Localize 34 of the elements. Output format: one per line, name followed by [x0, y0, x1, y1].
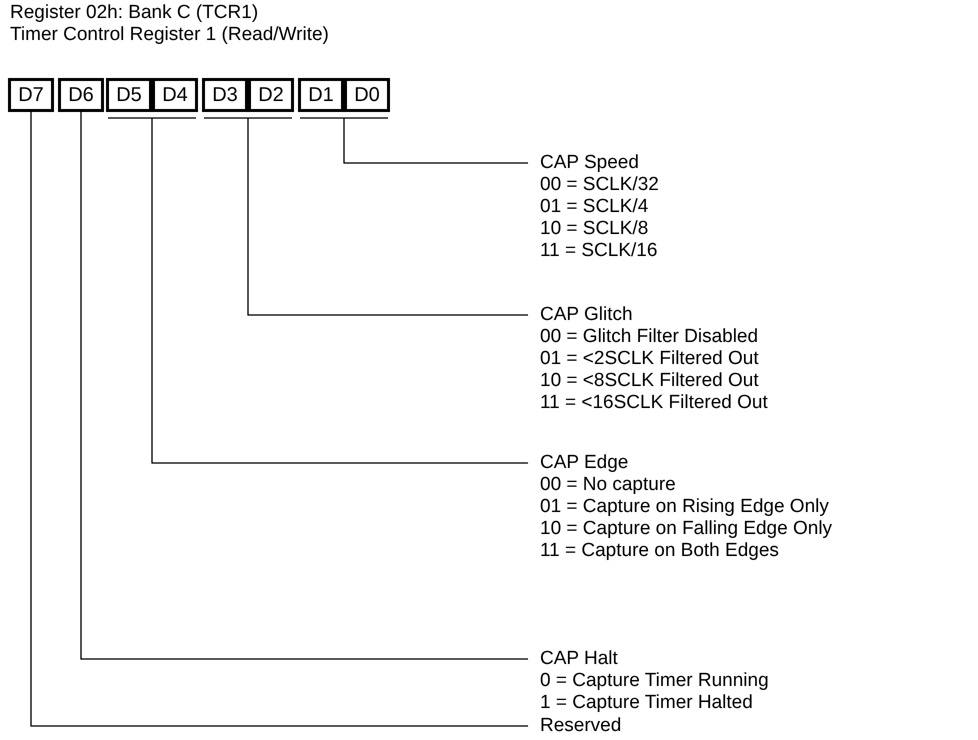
register-bit-cell: D5 — [106, 78, 152, 112]
register-bit-cell: D0 — [344, 78, 390, 112]
register-bit-cell: D1 — [298, 78, 344, 112]
field-value: 01 = SCLK/4 — [540, 196, 650, 218]
field-value: 10 = SCLK/8 — [540, 218, 650, 240]
field-value: 10 = Capture on Falling Edge Only — [540, 518, 832, 540]
field-value: 00 = Glitch Filter Disabled — [540, 326, 760, 348]
leader-line — [107, 117, 529, 464]
field-name: Reserved — [540, 715, 622, 737]
field-value: 00 = No capture — [540, 474, 677, 496]
field-name: CAP Glitch — [540, 304, 634, 326]
leader-line — [299, 117, 529, 164]
field-value: 01 = <2SCLK Filtered Out — [540, 348, 760, 370]
field-value: 1 = Capture Timer Halted — [540, 692, 754, 714]
field-value: 00 = SCLK/32 — [540, 174, 659, 196]
field-value: 11 = SCLK/16 — [540, 240, 658, 262]
field-name: CAP Edge — [540, 452, 630, 474]
register-bit-cell: D3 — [202, 78, 248, 112]
field-value: 11 = <16SCLK Filtered Out — [540, 392, 768, 414]
field-name: CAP Speed — [540, 152, 640, 174]
register-bit-cell: D6 — [58, 78, 104, 112]
field-value: 10 = <8SCLK Filtered Out — [540, 370, 760, 392]
field-value: 0 = Capture Timer Running — [540, 670, 769, 692]
leader-line — [203, 117, 529, 316]
field-name: CAP Halt — [540, 648, 619, 670]
register-title: Register 02h: Bank C (TCR1) — [10, 2, 258, 24]
leader-line — [80, 112, 528, 660]
field-value: 11 = Capture on Both Edges — [540, 540, 780, 562]
register-bit-cell: D4 — [152, 78, 198, 112]
leader-line — [30, 112, 528, 727]
register-subtitle: Timer Control Register 1 (Read/Write) — [10, 24, 329, 46]
register-bit-cell: D7 — [8, 78, 54, 112]
field-value: 01 = Capture on Rising Edge Only — [540, 496, 830, 518]
register-bit-cell: D2 — [248, 78, 294, 112]
